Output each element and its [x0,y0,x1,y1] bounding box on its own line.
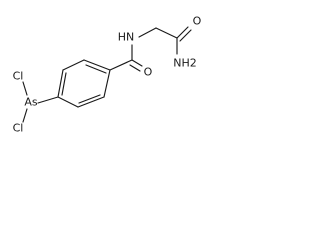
ch2-amide-carbon-bond [155,27,178,39]
ring-carbonyl-bond [109,59,133,71]
ring-double-bond [61,72,67,96]
arsenic-label: As [24,96,38,109]
amide-nh-label: HN [118,31,135,44]
ring-bond [77,96,105,108]
carbonyl-double-bond-b [129,64,141,72]
c-as-bond [37,96,59,104]
amine-nh2-label: NH2 [173,57,197,70]
amide-oxygen-label: O [193,15,202,28]
ring-double-bond [85,64,107,74]
amide-double-bond-a [176,26,189,39]
as-cl-top-bond [22,81,28,96]
ring-double-bond [78,94,101,104]
ring-bond [103,69,111,98]
amide-double-bond-b [179,29,192,42]
nh-ch2-bond [138,27,157,38]
chlorine-top-label: Cl [13,70,24,83]
ring-bond [57,69,64,98]
benzene-ring [57,59,111,108]
ring-bond [62,59,85,71]
ring-bond [83,59,111,71]
chemical-structure: As Cl Cl O HN O NH2 [13,15,202,135]
chlorine-bottom-label: Cl [13,122,24,135]
carbonyl-double-bond-a [131,59,143,67]
as-cl-bottom-bond [22,108,28,123]
ring-bond [57,96,79,108]
carbonyl-oxygen-label: O [144,66,153,79]
